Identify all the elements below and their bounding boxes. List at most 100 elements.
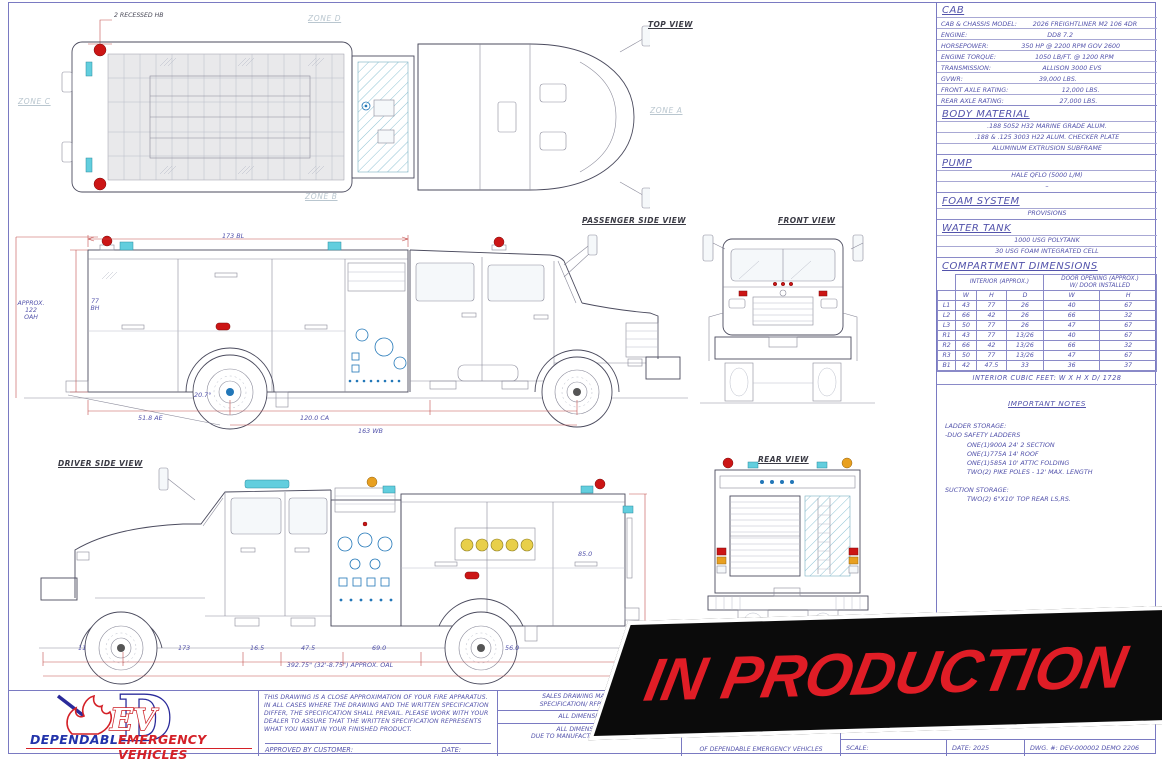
passenger-view-label: PASSENGER SIDE VIEW bbox=[582, 216, 686, 225]
drv-lightbar bbox=[244, 479, 290, 489]
front-view-label: FRONT VIEW bbox=[778, 216, 836, 225]
top-view-label: TOP VIEW bbox=[648, 20, 693, 29]
driver-side-drawing bbox=[39, 467, 647, 685]
property-note: OF DEPENDABLE EMERGENCY VEHICLES bbox=[699, 746, 823, 753]
body-material-section: BODY MATERIAL .188 5052 H32 MARINE GRADE… bbox=[937, 106, 1157, 155]
logo-monogram: D EV bbox=[56, 681, 173, 756]
passenger-side-drawing bbox=[15, 234, 688, 430]
front-bumper bbox=[714, 336, 852, 360]
spec-row: – bbox=[937, 181, 1157, 192]
logo-d: D bbox=[118, 686, 172, 755]
top-light-right bbox=[85, 157, 93, 173]
spec-row: .188 & .125 3003 H22 ALUM. CHECKER PLATE bbox=[937, 132, 1157, 143]
front-view-drawing bbox=[700, 234, 875, 404]
pass-beacon bbox=[101, 235, 113, 247]
rear-beacon-left bbox=[722, 457, 734, 469]
cab-section: CAB CAB & CHASSIS MODEL:2026 FREIGHTLINE… bbox=[937, 2, 1157, 106]
spec-row: REAR AXLE RATING:27,000 LBS. bbox=[937, 94, 1157, 105]
driver-view-label: DRIVER SIDE VIEW bbox=[58, 459, 143, 468]
drv-red-beacon bbox=[594, 478, 606, 490]
drv-pump-panel bbox=[330, 499, 402, 627]
important-notes-title: IMPORTANT NOTES bbox=[1008, 399, 1086, 409]
water-tank-section: WATER TANK 1000 USG POLYTANK 30 USG FOAM… bbox=[937, 220, 1157, 258]
scale-date-dwg-row: SCALE: DATE: 2025 DWG. #: DEV-000002 DEM… bbox=[841, 739, 1156, 756]
spec-row: CAB & CHASSIS MODEL:2026 FREIGHTLINER M2… bbox=[937, 17, 1157, 28]
foam-title: FOAM SYSTEM bbox=[942, 196, 1020, 207]
drv-dim-s6: 56.0 bbox=[505, 644, 520, 652]
spec-row: 1000 USG POLYTANK bbox=[937, 235, 1157, 246]
dim-ae: 51.8 AE bbox=[138, 414, 163, 422]
logo-ev: EV bbox=[109, 703, 159, 738]
dwg-number-field: DWG. #: DEV-000002 DEMO 2206 bbox=[1024, 740, 1156, 756]
spec-row: PROVISIONS bbox=[937, 208, 1157, 219]
top-rear-beacon-left bbox=[93, 43, 107, 57]
drv-hood bbox=[74, 489, 332, 598]
rear-hatch-area bbox=[804, 495, 851, 577]
compartment-title: COMPARTMENT DIMENSIONS bbox=[942, 261, 1098, 272]
front-marker-right bbox=[818, 290, 828, 297]
front-grille bbox=[752, 296, 814, 326]
zone-c-label: ZONE C bbox=[18, 97, 51, 106]
drv-dim-s1: 11 bbox=[78, 644, 87, 652]
spec-row: ENGINE:DD8 7.2 bbox=[937, 28, 1157, 39]
date-field: DATE: 2025 bbox=[946, 740, 1024, 756]
approval-date-label: DATE: bbox=[441, 746, 461, 754]
pass-scene-light-left bbox=[119, 241, 134, 251]
spec-row: ALUMINUM EXTRUSION SUBFRAME bbox=[937, 143, 1157, 154]
dim-wb: 163 WB bbox=[358, 427, 383, 435]
top-mirror-right bbox=[641, 187, 650, 209]
spec-row: HALE QFLO (5000 L/M) bbox=[937, 170, 1157, 181]
disclaimer-cell: THIS DRAWING IS A CLOSE APPROXIMATION OF… bbox=[258, 691, 497, 756]
pass-bumper bbox=[645, 356, 681, 380]
approved-by-label: APPROVED BY CUSTOMER: bbox=[265, 746, 354, 754]
pass-cab bbox=[409, 249, 583, 304]
approval-row: APPROVED BY CUSTOMER: DATE: bbox=[265, 743, 491, 754]
drv-bumper bbox=[40, 577, 78, 601]
top-mirror-left bbox=[641, 25, 650, 47]
interior-header: INTERIOR (APPROX.) bbox=[955, 273, 1044, 292]
drv-dim-oal: 392.75" (32'-8.75") APPROX. OAL bbox=[286, 661, 394, 669]
pump-title: PUMP bbox=[942, 158, 973, 169]
rear-body bbox=[714, 469, 861, 594]
dim-bl: 173 BL bbox=[222, 232, 245, 240]
drv-hose-compartment bbox=[454, 527, 536, 561]
important-notes: IMPORTANT NOTES LADDER STORAGE: -DUO SAF… bbox=[937, 385, 1157, 504]
compartment-section: COMPARTMENT DIMENSIONS INTERIOR (APPROX.… bbox=[936, 258, 1158, 386]
spec-row: TRANSMISSION:ALLISON 3000 EVS bbox=[937, 61, 1157, 72]
drv-body bbox=[400, 493, 626, 627]
dim-angle: 20.7° bbox=[194, 391, 212, 399]
front-mirror-left bbox=[702, 234, 714, 262]
spec-row: .188 5052 H32 MARINE GRADE ALUM. bbox=[937, 121, 1157, 132]
dim-ca: 120.0 CA bbox=[300, 414, 330, 422]
spec-row: ENGINE TORQUE:1050 LB/FT. @ 1200 RPM bbox=[937, 50, 1157, 61]
logo-underline bbox=[26, 748, 252, 749]
pass-marker-light bbox=[215, 322, 231, 331]
rear-beacon-right bbox=[841, 457, 853, 469]
foam-section: FOAM SYSTEM PROVISIONS bbox=[937, 193, 1157, 220]
company-logo: D EV DEPENDABLE EMERGENCY VEHICLES bbox=[10, 681, 258, 762]
compartment-dimensions-table: INTERIOR (APPROX.) DOOR OPENING (APPROX.… bbox=[936, 273, 1158, 372]
logo-nozzle bbox=[56, 694, 86, 718]
disclaimer-text: THIS DRAWING IS A CLOSE APPROXIMATION OF… bbox=[264, 694, 489, 733]
pump-section: PUMP HALE QFLO (5000 L/M) – bbox=[937, 155, 1157, 193]
top-cab-outline bbox=[417, 43, 635, 191]
top-light-left bbox=[85, 61, 93, 77]
flame-icon bbox=[66, 694, 113, 735]
in-production-text: IN PRODUCTION bbox=[639, 632, 1133, 714]
spec-row: HORSEPOWER:350 HP @ 2200 RPM GOV 2600 bbox=[937, 39, 1157, 50]
zone-a-label: ZONE A bbox=[650, 106, 683, 115]
sheet-border bbox=[8, 2, 1156, 754]
top-valve-icon bbox=[361, 101, 371, 111]
pass-cab-beacon bbox=[493, 236, 505, 248]
recessed-callout: 2 RECESSED HB bbox=[114, 12, 164, 19]
drv-dim-rear-height: 85.0 bbox=[578, 550, 593, 558]
drv-dim-s2: 173 bbox=[178, 644, 191, 652]
door-header: DOOR OPENING (APPROX.)W/ DOOR INSTALLED bbox=[1042, 273, 1158, 292]
rear-taillights-left bbox=[716, 547, 727, 574]
top-view-drawing bbox=[61, 19, 650, 209]
drv-dim-s5: 69.0 bbox=[372, 644, 387, 652]
